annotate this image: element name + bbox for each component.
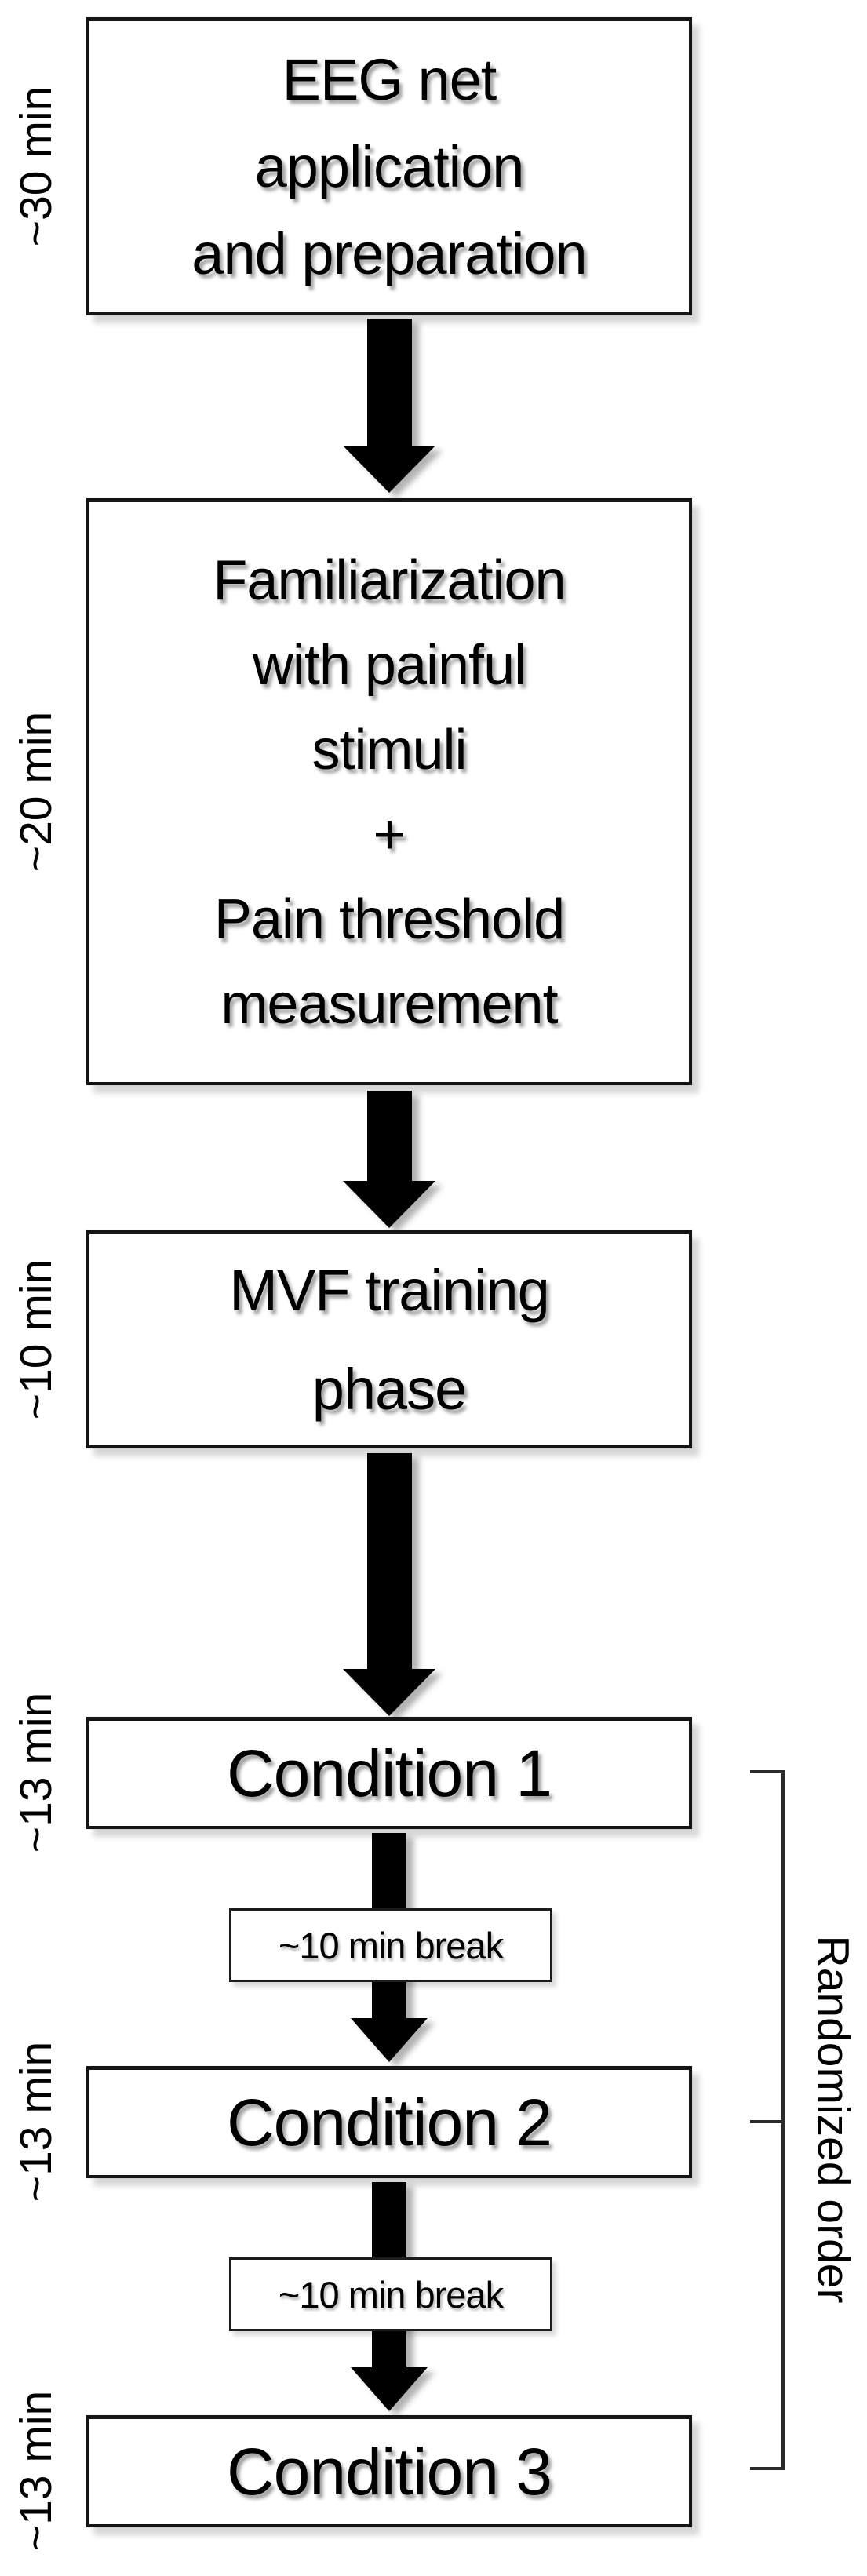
arrow-head	[343, 446, 435, 493]
step-box-condition-3: Condition 3	[86, 2415, 692, 2527]
step-text-line: phase	[311, 1356, 468, 1422]
step-text-line: measurement	[220, 972, 558, 1036]
flow-arrow-2	[343, 1091, 435, 1228]
step-text-line: Condition 1	[227, 1736, 552, 1810]
break-label: ~10 min break	[278, 2273, 504, 2315]
step-box-mvf-training: MVF training phase	[86, 1230, 692, 1448]
flow-arrow-1	[343, 319, 435, 493]
step-text-line: Condition 2	[227, 2086, 552, 2159]
duration-label-condition3: ~13 min	[11, 2390, 61, 2552]
arrow-shaft	[366, 1453, 412, 1669]
duration-label-eeg: ~30 min	[11, 86, 61, 247]
break-box-2: ~10 min break	[229, 2257, 552, 2331]
step-box-condition-2: Condition 2	[86, 2066, 692, 2178]
duration-label-familiarization: ~20 min	[11, 711, 61, 873]
duration-label-condition2: ~13 min	[11, 2041, 61, 2203]
randomized-bracket-tick-top	[750, 1770, 783, 1773]
step-text-line: MVF training	[229, 1257, 549, 1323]
step-text-line: and preparation	[191, 221, 587, 286]
step-text-line: Pain threshold	[213, 887, 565, 951]
arrow-shaft	[366, 319, 412, 446]
step-box-condition-1: Condition 1	[86, 1717, 692, 1829]
step-text-line: +	[373, 803, 406, 866]
arrow-head	[343, 1181, 435, 1228]
flow-arrow-3	[343, 1453, 435, 1716]
randomized-order-label: Randomized order	[808, 1935, 858, 2304]
step-box-familiarization-pain-threshold: Familiarization with painful stimuli + P…	[86, 498, 692, 1085]
randomized-bracket-tick-middle	[750, 2120, 783, 2123]
step-text-line: stimuli	[311, 718, 467, 782]
step-box-eeg-net-application: EEG net application and preparation	[86, 17, 692, 315]
step-text-line: with painful	[252, 633, 526, 697]
arrow-shaft	[366, 1091, 412, 1181]
step-text-line: Familiarization	[213, 548, 566, 612]
break-label: ~10 min break	[278, 1924, 504, 1966]
step-text-line: Condition 3	[227, 2435, 552, 2509]
break-box-1: ~10 min break	[229, 1908, 552, 1982]
arrow-head	[351, 2018, 428, 2062]
arrow-head	[351, 2367, 428, 2411]
randomized-bracket-tick-bottom	[750, 2467, 783, 2470]
arrow-head	[343, 1669, 435, 1716]
randomized-bracket-line	[781, 1770, 785, 2470]
step-text-line: EEG net	[282, 47, 497, 112]
duration-label-mvf: ~10 min	[11, 1259, 61, 1420]
duration-label-condition1: ~13 min	[11, 1692, 61, 1853]
step-text-line: application	[254, 134, 525, 199]
